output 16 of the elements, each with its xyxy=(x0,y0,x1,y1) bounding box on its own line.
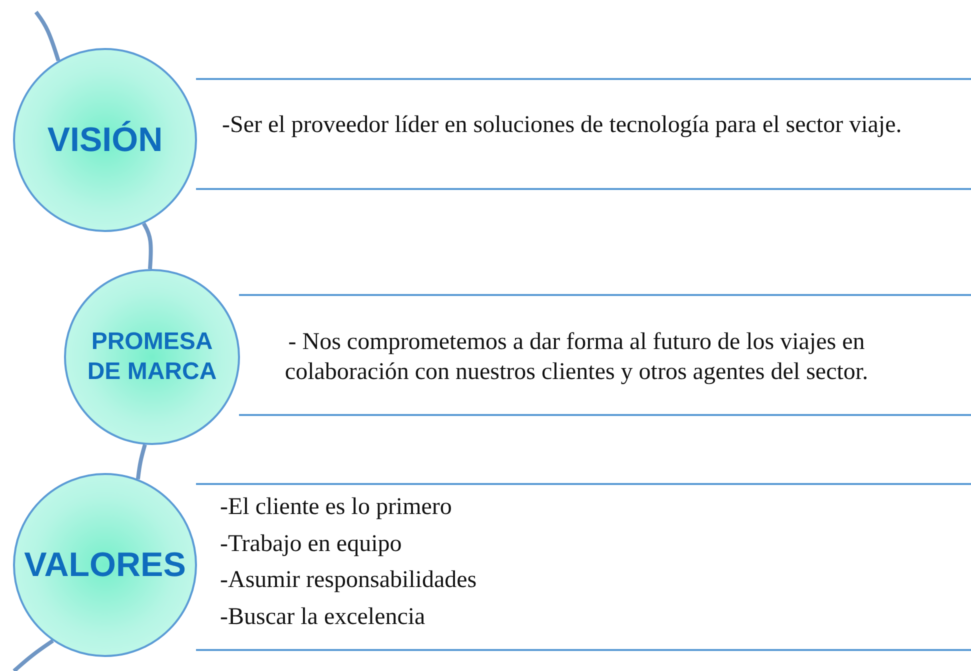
statement-text: - Nos comprometemos a dar forma al futuro de los viajes en colaboración con nuestros clientes y otros agentes del sector. xyxy=(284,328,870,387)
text-band xyxy=(239,294,971,416)
list-item: -Asumir responsabilidades xyxy=(220,566,478,595)
text-band xyxy=(196,483,971,651)
connector-line xyxy=(12,639,54,671)
node-label: VALORES xyxy=(24,544,186,586)
text-band xyxy=(196,78,971,190)
node-label: PROMESA DE MARCA xyxy=(86,327,218,387)
list-item: -Trabajo en equipo xyxy=(220,530,403,558)
connector-line xyxy=(142,222,153,270)
connector-line xyxy=(136,444,147,480)
list-item: -El cliente es lo primero xyxy=(220,493,453,522)
list-item: -Buscar la excelencia xyxy=(220,602,426,632)
connector-line xyxy=(34,10,60,62)
node-label: VISIÓN xyxy=(47,120,163,161)
statement-text: -Ser el proveedor líder en soluciones de tecnología para el sector viaje. xyxy=(222,111,903,140)
